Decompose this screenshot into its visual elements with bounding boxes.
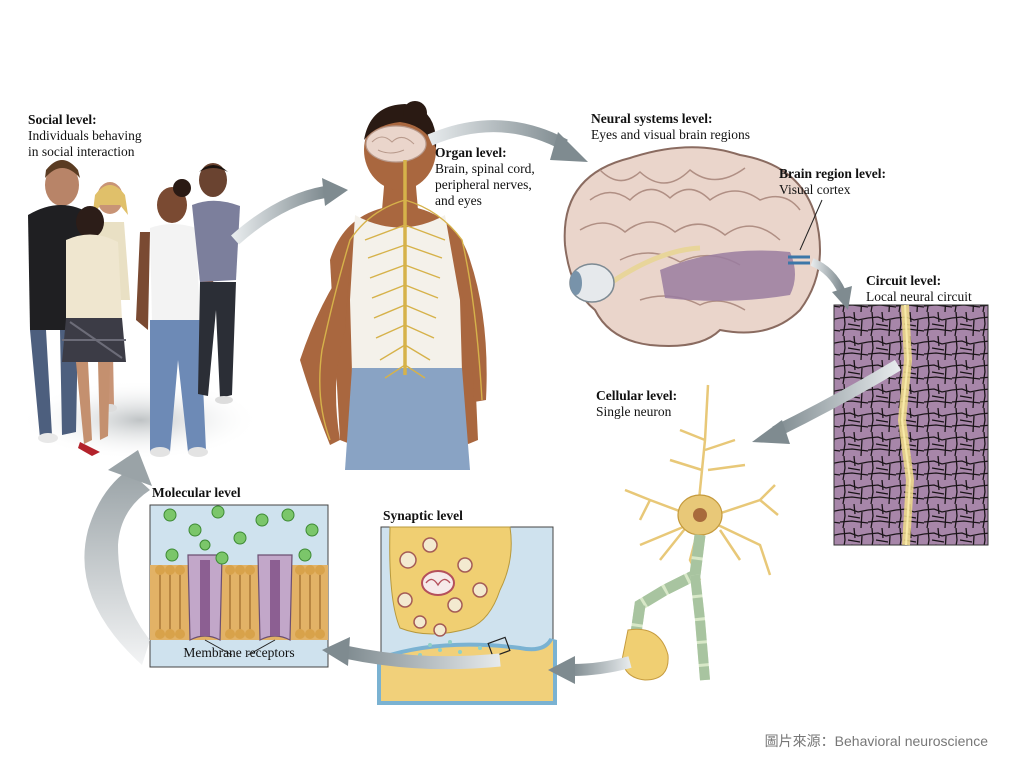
molecular-level-image <box>149 504 329 668</box>
organ-level-figure <box>300 101 487 470</box>
circuit-level-title: Circuit level: <box>866 273 942 288</box>
neural-systems-level-desc: Eyes and visual brain regions <box>591 127 750 142</box>
membrane-receptors-caption: Membrane receptors <box>183 645 295 660</box>
arrow-molecular-to-social <box>84 470 150 665</box>
arrow-circuit-to-cellular <box>772 359 902 438</box>
synaptic-level-title: Synaptic level <box>383 508 463 523</box>
synaptic-level-image <box>377 526 557 705</box>
arrow-cellular-to-synaptic <box>571 656 632 676</box>
neural-systems-brain <box>563 146 823 347</box>
organ-level-title: Organ level: <box>435 145 507 160</box>
brain-region-level-desc: Visual cortex <box>779 182 851 197</box>
visual-cortex-region <box>660 250 795 301</box>
organ-level-label: Organ level: Brain, spinal cord, periphe… <box>435 145 535 209</box>
molecular-level-label: Molecular level <box>152 485 241 501</box>
eye-icon <box>569 263 615 303</box>
cellular-level-neuron <box>621 384 779 681</box>
brain-region-level-title: Brain region level: <box>779 166 886 181</box>
peripheral-nerves <box>319 199 483 441</box>
flow-arrows <box>84 120 902 684</box>
neural-systems-level-title: Neural systems level: <box>591 111 713 126</box>
circuit-level-image <box>833 304 989 546</box>
social-level-title: Social level: <box>28 112 97 127</box>
image-credit: 圖片來源：Behavioral neuroscience <box>764 733 988 749</box>
neural-systems-level-label: Neural systems level: Eyes and visual br… <box>591 111 750 143</box>
arrow-region-to-circuit <box>810 258 846 294</box>
person-plaid-skirt-woman <box>62 206 126 456</box>
social-level-people <box>20 160 260 460</box>
social-level-label: Social level: Individuals behaving in so… <box>28 112 142 160</box>
brain-region-level-label: Brain region level: Visual cortex <box>779 166 886 198</box>
person-purple-shirt-man <box>192 163 240 404</box>
social-level-desc: Individuals behaving in social interacti… <box>28 128 142 159</box>
arrow-head <box>322 178 348 206</box>
cellular-level-desc: Single neuron <box>596 404 672 419</box>
arrow-social-to-organ <box>231 186 327 245</box>
arrow-organ-to-neural <box>427 120 568 151</box>
molecular-level-title: Molecular level <box>152 485 241 500</box>
arrow-synaptic-to-molecular <box>343 645 501 670</box>
cellular-level-label: Cellular level: Single neuron <box>596 388 677 420</box>
circuit-level-desc: Local neural circuit <box>866 289 972 304</box>
organ-level-desc: Brain, spinal cord, peripheral nerves, a… <box>435 161 535 208</box>
synaptic-level-label: Synaptic level <box>383 508 463 524</box>
cellular-level-title: Cellular level: <box>596 388 678 403</box>
circuit-level-label: Circuit level: Local neural circuit <box>866 273 972 305</box>
